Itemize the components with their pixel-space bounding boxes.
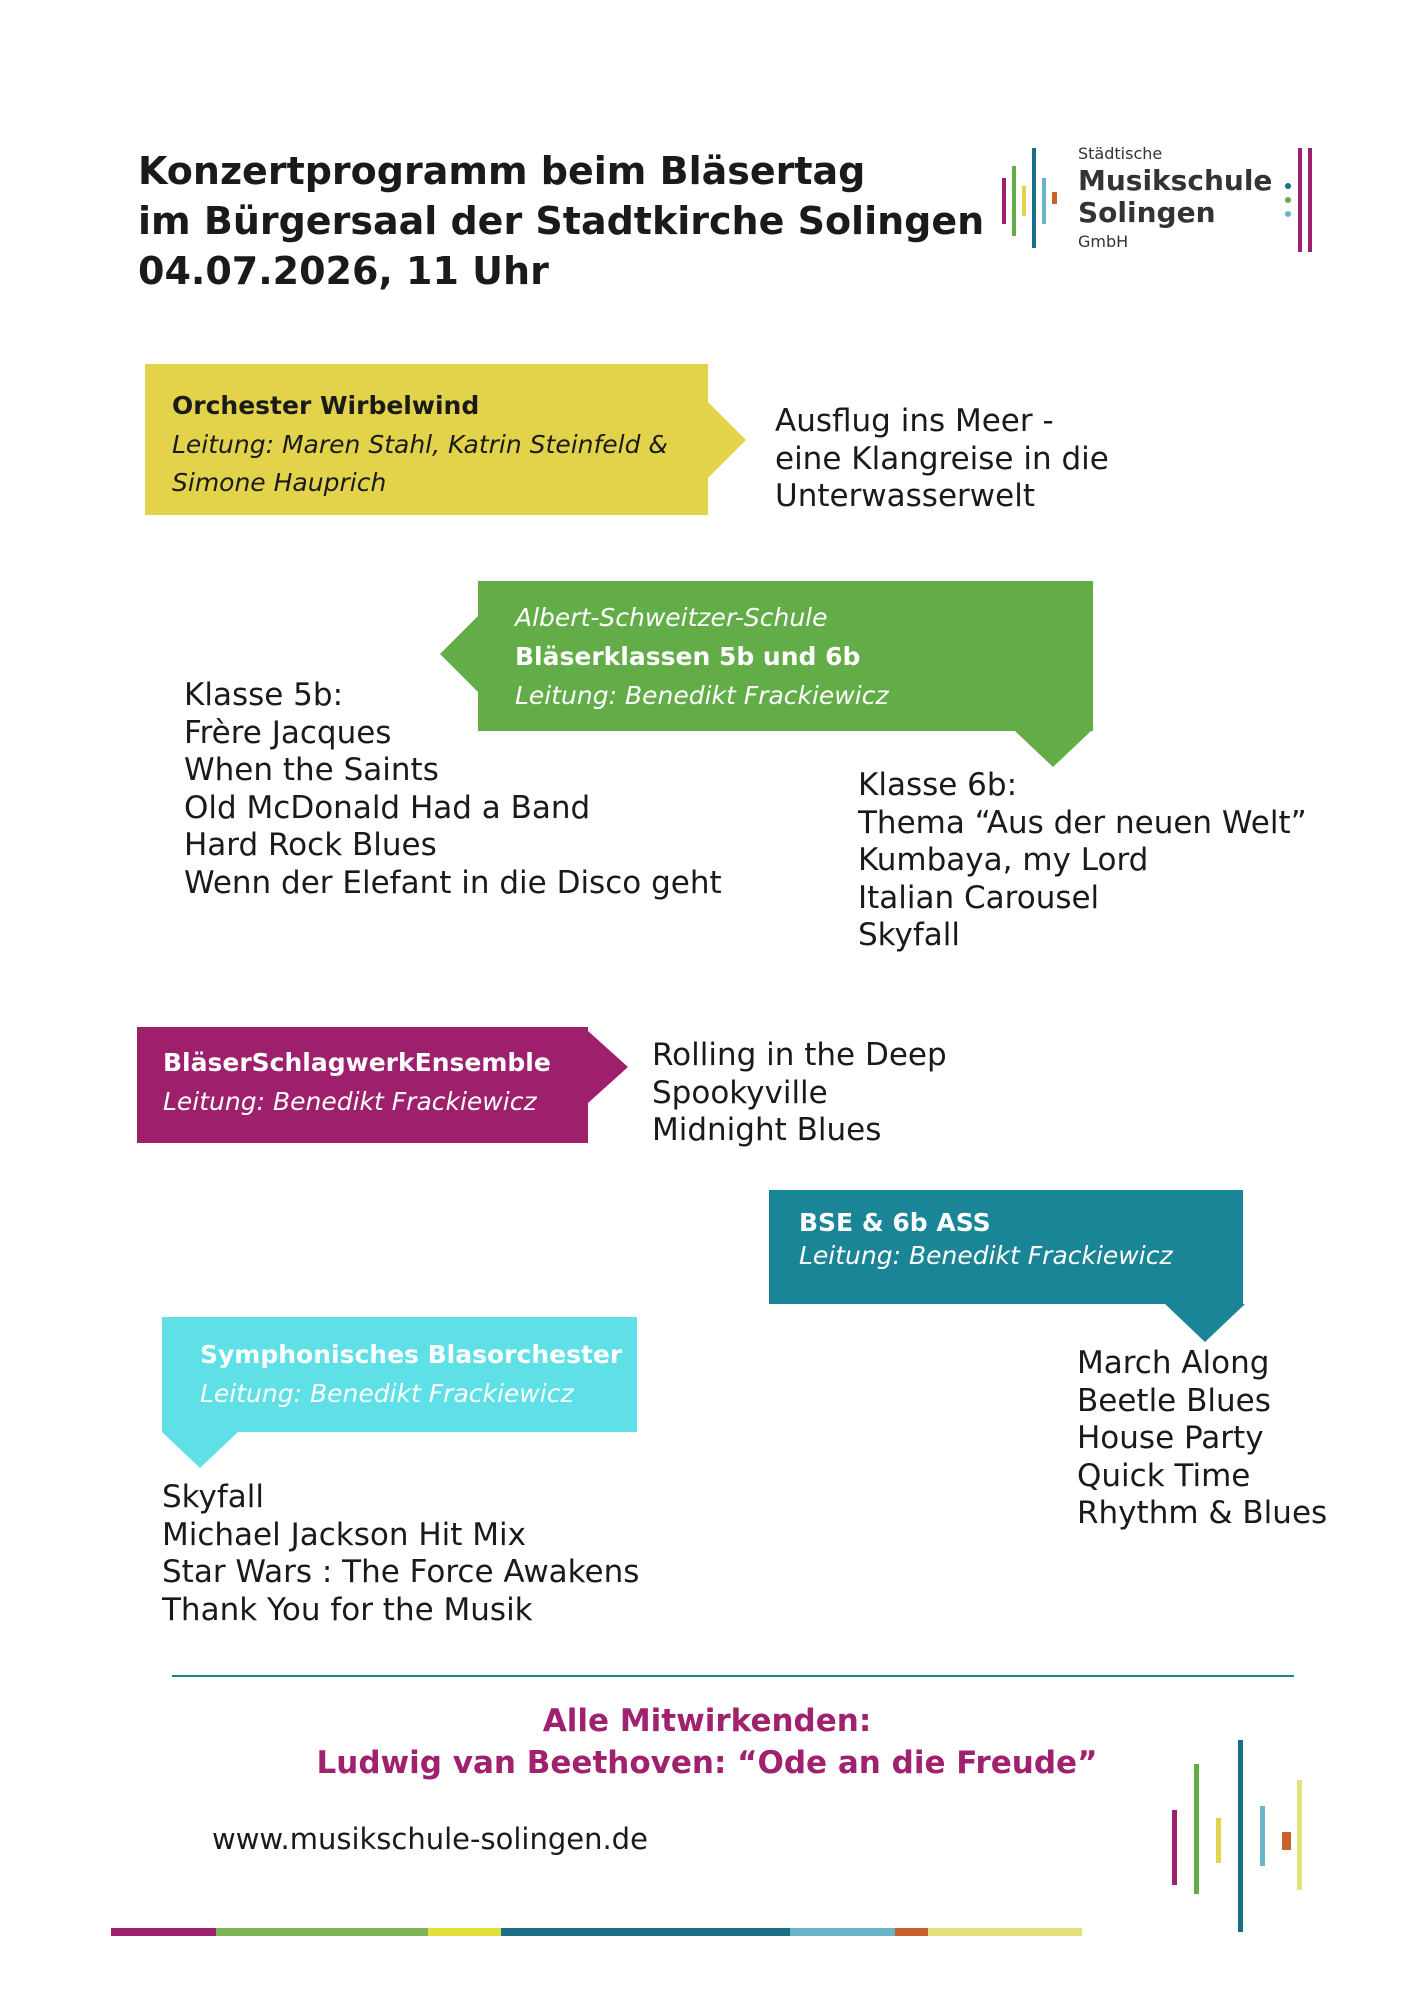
footer-color-bar-paleyellow — [928, 1928, 1082, 1936]
group-leadership-line-1: Leitung: Maren Stahl, Katrin Steinfeld & — [172, 430, 668, 459]
logo-dots-bars-icon — [1285, 148, 1312, 252]
piece-item: Kumbaya, my Lord — [858, 842, 1149, 878]
logo-text-musikschule: Musikschule — [1078, 164, 1273, 197]
piece-item: When the Saints — [184, 752, 439, 788]
piece-item: House Party — [1077, 1420, 1264, 1456]
footer-color-bar-magenta — [111, 1928, 216, 1936]
group-orchester-wirbelwind: Orchester Wirbelwind Leitung: Maren Stah… — [145, 364, 708, 515]
piece-item: Frère Jacques — [184, 714, 392, 751]
pieces-symphonisches-blasorchester: Skyfall Michael Jackson Hit Mix Star War… — [162, 1479, 639, 1629]
finale-heading: Alle Mitwirkenden: — [542, 1703, 872, 1739]
title-line-2: im Bürgersaal der Stadtkirche Solingen — [138, 199, 985, 243]
class-heading: Klasse 5b: — [184, 677, 344, 713]
group-leadership: Leitung: Benedikt Frackiewicz — [515, 681, 889, 710]
group-name: BläserSchlagwerkEnsemble — [163, 1048, 551, 1077]
arrow-left-icon — [440, 616, 478, 692]
piece-item: Skyfall — [162, 1479, 265, 1515]
piece-item: Skyfall — [858, 917, 961, 953]
arrow-down-icon — [1165, 1304, 1245, 1342]
group-name: BSE & 6b ASS — [799, 1208, 991, 1237]
group-symphonisches-blasorchester: Symphonisches Blasorchester Leitung: Ben… — [162, 1317, 637, 1432]
logo-text-gmbh: GmbH — [1078, 232, 1129, 251]
piece-item: Hard Rock Blues — [184, 827, 437, 863]
website-link[interactable]: www.musikschule-solingen.de — [212, 1822, 648, 1856]
group-name: Orchester Wirbelwind — [172, 391, 480, 420]
piece-item: Spookyville — [652, 1074, 828, 1111]
group-albert-schweitzer-schule: Albert-Schweitzer-Schule Bläserklassen 5… — [478, 581, 1093, 731]
footer-color-bar-yellow — [428, 1928, 501, 1936]
arrow-right-icon — [588, 1031, 628, 1103]
group-leadership: Leitung: Benedikt Frackiewicz — [200, 1379, 574, 1408]
piece-item: Michael Jackson Hit Mix — [162, 1516, 526, 1553]
piece-item: Quick Time — [1077, 1457, 1251, 1494]
school-logo: Städtische Musikschule Solingen GmbH — [1000, 140, 1330, 260]
footer-color-bar-lightblue — [790, 1928, 895, 1936]
divider — [172, 1675, 1294, 1677]
group-name: Bläserklassen 5b und 6b — [515, 642, 861, 671]
class-heading: Klasse 6b: — [858, 767, 1018, 803]
group-leadership: Leitung: Benedikt Frackiewicz — [163, 1087, 537, 1116]
pieces-klasse-6b: Klasse 6b: Thema “Aus der neuen Welt” Ku… — [858, 767, 1307, 955]
piece-item: March Along — [1077, 1345, 1270, 1381]
pieces-orchester-wirbelwind: Ausflug ins Meer - eine Klangreise in di… — [775, 403, 1109, 516]
logo-bar-icon — [1297, 1780, 1302, 1890]
pieces-bse-6b-ass: March Along Beetle Blues House Party Qui… — [1077, 1345, 1327, 1533]
pieces-blaeserschlagwerkensemble: Rolling in the Deep Spookyville Midnight… — [652, 1037, 947, 1150]
group-blaeserschlagwerkensemble: BläserSchlagwerkEnsemble Leitung: Benedi… — [137, 1027, 588, 1143]
piece-item: Italian Carousel — [858, 879, 1100, 916]
group-leadership-line-2: Simone Hauprich — [172, 468, 387, 497]
piece-item: Ausflug ins Meer - — [775, 403, 1054, 439]
piece-item: Star Wars : The Force Awakens — [162, 1554, 640, 1590]
piece-item: Thema “Aus der neuen Welt” — [858, 804, 1307, 841]
page-title: Konzertprogramm beim Bläsertag im Bürger… — [138, 146, 984, 296]
finale: Alle Mitwirkenden: Ludwig van Beethoven:… — [0, 1700, 1414, 1784]
arrow-down-icon — [162, 1432, 238, 1468]
logo-bars-icon — [1172, 1740, 1291, 1932]
piece-item: Rolling in the Deep — [652, 1037, 947, 1073]
logo-text-solingen: Solingen — [1078, 196, 1216, 229]
piece-item: Wenn der Elefant in die Disco geht — [184, 864, 722, 901]
pieces-klasse-5b: Klasse 5b: Frère Jacques When the Saints… — [184, 677, 722, 902]
school-name: Albert-Schweitzer-Schule — [515, 603, 828, 632]
arrow-right-icon — [708, 402, 746, 478]
piece-item: eine Klangreise in die — [775, 440, 1109, 477]
piece-item: Midnight Blues — [652, 1112, 882, 1148]
piece-item: Beetle Blues — [1077, 1382, 1271, 1419]
piece-item: Thank You for the Musik — [162, 1591, 533, 1628]
piece-item: Unterwasserwelt — [775, 478, 1035, 514]
group-leadership: Leitung: Benedikt Frackiewicz — [799, 1241, 1173, 1270]
logo-bars-icon — [1002, 148, 1057, 248]
logo-text-staedtische: Städtische — [1078, 144, 1163, 163]
group-name: Symphonisches Blasorchester — [200, 1340, 623, 1369]
piece-item: Rhythm & Blues — [1077, 1495, 1328, 1531]
title-line-3: 04.07.2026, 11 Uhr — [138, 249, 549, 293]
piece-item: Old McDonald Had a Band — [184, 789, 591, 826]
footer-color-bar-teal — [501, 1928, 790, 1936]
group-bse-6b-ass: BSE & 6b ASS Leitung: Benedikt Frackiewi… — [769, 1190, 1243, 1304]
title-line-1: Konzertprogramm beim Bläsertag — [138, 149, 866, 193]
finale-piece: Ludwig van Beethoven: “Ode an die Freude… — [316, 1745, 1098, 1781]
footer-color-bar-green — [216, 1928, 428, 1936]
footer-color-bar-orange — [895, 1928, 928, 1936]
arrow-down-icon — [1015, 731, 1091, 767]
